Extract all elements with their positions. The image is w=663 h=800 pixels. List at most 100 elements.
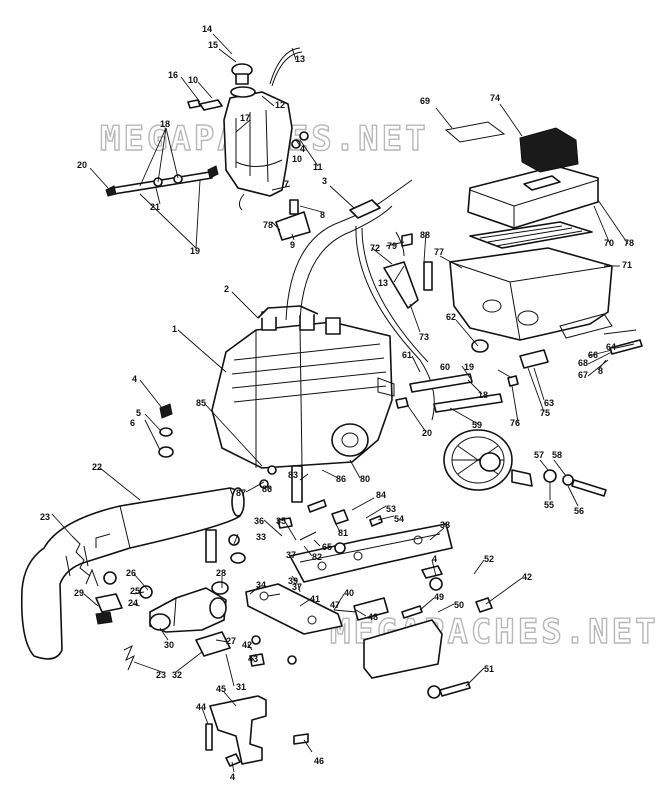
air-box-body [449, 247, 613, 341]
callout-66: 66 [588, 350, 598, 360]
callout-20: 20 [77, 160, 87, 170]
callout-37: 37 [286, 550, 296, 560]
throttle-cables [285, 179, 435, 421]
callout-4: 4 [300, 144, 305, 154]
oil-tank [199, 47, 303, 211]
callout-15: 15 [208, 40, 218, 50]
callout-18: 18 [160, 119, 170, 129]
callout-78: 78 [263, 220, 273, 230]
callout-61: 61 [402, 350, 412, 360]
callout-73: 73 [419, 332, 429, 342]
callout-34: 34 [256, 580, 266, 590]
callout-2: 2 [224, 284, 229, 294]
callout-33: 33 [256, 532, 266, 542]
fasteners [95, 99, 519, 767]
callout-27: 27 [226, 636, 236, 646]
callout-67: 67 [578, 370, 588, 380]
callout-31: 31 [236, 682, 246, 692]
callout-55: 55 [544, 500, 554, 510]
callout-13b: 13 [378, 278, 388, 288]
tank-bracket [275, 199, 311, 241]
callout-30: 30 [164, 640, 174, 650]
callout-76: 76 [510, 418, 520, 428]
callout-71: 71 [622, 260, 632, 270]
callout-78b: 78 [624, 238, 634, 248]
callout-3: 3 [322, 176, 327, 186]
callout-63: 63 [544, 398, 554, 408]
expansion-chamber [20, 487, 245, 660]
callout-65: 65 [322, 542, 332, 552]
callout-23b: 23 [156, 670, 166, 680]
callout-50: 50 [454, 600, 464, 610]
callout-9: 9 [290, 240, 295, 250]
callout-10b: 10 [292, 154, 302, 164]
callout-59: 59 [472, 420, 482, 430]
callout-11: 11 [313, 162, 323, 172]
callout-42b: 42 [242, 640, 252, 650]
callout-51: 51 [484, 664, 494, 674]
air-box-top-block [444, 121, 579, 173]
callout-81: 81 [338, 528, 348, 538]
callout-37b: 37 [292, 582, 302, 592]
air-silencer-lid [467, 165, 599, 229]
callout-labels: 14 15 13 16 10 12 17 18 4 10 11 20 21 7 … [40, 24, 634, 782]
leader-lines [51, 33, 635, 773]
callout-85: 85 [196, 398, 206, 408]
callout-58: 58 [552, 450, 562, 460]
callout-64: 64 [606, 342, 616, 352]
callout-52: 52 [484, 554, 494, 564]
callout-77: 77 [434, 247, 444, 257]
callout-18b: 18 [478, 390, 488, 400]
callout-4b: 4 [132, 374, 137, 384]
callout-24: 24 [128, 598, 138, 608]
muffler-pipe [85, 529, 217, 587]
callout-16: 16 [168, 70, 178, 80]
callout-35: 35 [276, 516, 286, 526]
callout-79: 79 [387, 241, 397, 251]
callout-32: 32 [172, 670, 182, 680]
callout-74: 74 [490, 93, 500, 103]
callout-22: 22 [92, 462, 102, 472]
callout-36: 36 [254, 516, 264, 526]
callout-13: 13 [295, 54, 305, 64]
callout-21: 21 [150, 202, 160, 212]
callout-12: 12 [275, 100, 285, 110]
exhaust-hanger-bracket [209, 695, 267, 765]
exhaust-springs [71, 535, 135, 671]
starter-shaft [409, 329, 643, 413]
callout-86: 86 [262, 484, 272, 494]
callout-19b: 19 [464, 362, 474, 372]
filter-element [469, 221, 593, 249]
callout-82: 82 [312, 552, 322, 562]
callout-72: 72 [370, 243, 380, 253]
callout-49: 49 [434, 592, 444, 602]
callout-23: 23 [40, 512, 50, 522]
engine-mount-plate [289, 523, 453, 583]
callout-4d: 4 [230, 772, 235, 782]
callout-7: 7 [284, 179, 289, 189]
lower-bracket [195, 619, 443, 679]
callout-69: 69 [420, 96, 430, 106]
callout-53: 53 [386, 504, 396, 514]
callout-80: 80 [360, 474, 370, 484]
callout-83: 83 [288, 470, 298, 480]
callout-4c: 4 [432, 554, 437, 564]
tank-mount-rod [105, 165, 219, 197]
callout-60: 60 [440, 362, 450, 372]
callout-41: 41 [310, 594, 320, 604]
callout-6: 6 [130, 418, 135, 428]
callout-25: 25 [130, 586, 140, 596]
callout-47: 47 [330, 600, 340, 610]
callout-1: 1 [172, 324, 177, 334]
callout-62: 62 [446, 312, 456, 322]
callout-44: 44 [196, 702, 206, 712]
callout-40: 40 [344, 588, 354, 598]
callout-26: 26 [126, 568, 136, 578]
callout-14: 14 [202, 24, 212, 34]
callout-17: 17 [240, 113, 250, 123]
callout-19: 19 [190, 246, 200, 256]
callout-10: 10 [188, 75, 198, 85]
exhaust-manifold [95, 587, 227, 633]
callout-20b: 20 [422, 428, 432, 438]
